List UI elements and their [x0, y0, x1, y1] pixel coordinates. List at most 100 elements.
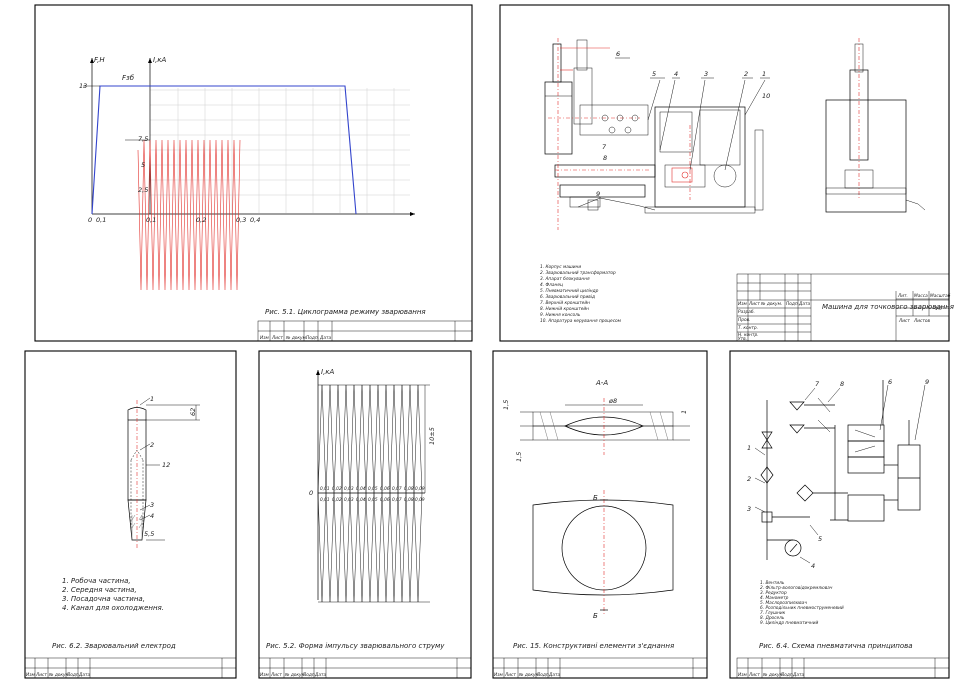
- machine-legend-9: 9. Нижня консоль: [540, 312, 581, 318]
- callout-4: 4: [674, 70, 678, 78]
- stamp6-dokum: № докум.: [762, 672, 784, 678]
- sheet-electrode: 1 2 3 4 62 12 5,5 1. Робоча частина, 2. …: [24, 350, 237, 679]
- electrode-dim-12: 12: [162, 461, 170, 469]
- pulse-top-tick-6: 0,06: [380, 486, 390, 492]
- pulse-title-block: Изм Лист № докум. Подп. Дата: [258, 657, 472, 679]
- callout-3: 3: [704, 70, 708, 78]
- pulse-top-tick-2: 0,02: [332, 486, 342, 492]
- pneumatic-title-block: Изм Лист № докум. Подп. Дата: [736, 657, 950, 679]
- stamp-list: Лист: [271, 335, 283, 341]
- force-label: Fзб: [122, 74, 135, 82]
- stamp-izm: Изм: [260, 335, 269, 341]
- callout-5: 5: [652, 70, 656, 78]
- pneu-callout-1: 1: [747, 444, 751, 452]
- pneumatic-scheme: 1 2 3 4 5 6 7 8 9: [747, 378, 929, 570]
- tick-5: 5: [141, 161, 145, 169]
- pulse-bottom-tick-7: 0,07: [392, 497, 402, 503]
- pulse-top-tick-8: 0,08: [404, 486, 414, 492]
- pneu-callout-9: 9: [925, 378, 929, 386]
- pneu-legend-3: 3. Редуктор: [760, 590, 787, 596]
- pneu-legend-5: 5. Маслорозпилювач: [760, 600, 807, 606]
- stamp-data: Дата: [319, 335, 331, 341]
- current-pulse: [137, 139, 241, 291]
- pneu-legend-2: 2. Фільтр-вологовідокремлювач: [760, 585, 833, 591]
- stamp4-podp: Подп.: [303, 672, 316, 678]
- electrode-drawing: 1 2 3 4 62 12 5,5: [127, 395, 200, 550]
- pulse-top-tick-4: 0,04: [356, 486, 366, 492]
- tick-0-01: 0,1: [96, 216, 106, 224]
- stamp2-tkontr: Т. контр.: [738, 325, 758, 331]
- electrode-title-block: Изм Лист № докум. Подп. Дата: [24, 657, 237, 679]
- electrode-callout-3: 3: [150, 501, 154, 509]
- machine-legend-5: 5. Пневматичний циліндр: [540, 288, 599, 294]
- machine-legend-2: 2. Зварювальний трансформатор: [540, 270, 616, 276]
- pulse-bottom-tick-3: 0,03: [344, 497, 354, 503]
- scale-header: Масштаб: [930, 293, 951, 299]
- electrode-caption: Рис. 6.2. Зварювальний електрод: [52, 642, 176, 650]
- stamp2-izm: Изм: [738, 301, 747, 307]
- electrode-callout-1: 1: [150, 395, 154, 403]
- joint-title-block: Изм Лист № докум. Подп. Дата: [492, 657, 708, 679]
- stamp2-list: Лист: [748, 301, 760, 307]
- sheet-cyclogram: F,Н I,кА Fзб 13 7,5 5 2,5 0 0,1 0,1 0,2 …: [34, 4, 473, 342]
- sheet-machine: 6 5 4 3 2 1 10 7 8 9 1. Корпус машини 2.…: [499, 4, 954, 342]
- mark-b-top: Б: [593, 494, 598, 502]
- pneu-callout-7: 7: [815, 380, 820, 388]
- stamp3-izm: Изм: [26, 672, 35, 678]
- tick-7-5: 7,5: [138, 135, 148, 143]
- sheet-label: Лист: [898, 318, 910, 324]
- pulse-wave-top: [317, 384, 423, 494]
- machine-legend-10: 10. Апаратура керування процесом: [540, 318, 622, 324]
- sheets-label: Листов: [913, 318, 931, 324]
- lit-header: Лит.: [897, 293, 908, 299]
- pulse-top-tick-1: 0,01: [320, 486, 330, 492]
- machine-legend-1: 1. Корпус машини: [540, 264, 581, 270]
- tick-0-3: 0,3: [236, 216, 246, 224]
- dim-right: 1: [680, 410, 688, 414]
- joint-section: ø8 1,5 1,5 1: [502, 397, 690, 462]
- callout-10: 10: [762, 92, 770, 100]
- electrode-legend-1: 1. Робоча частина,: [62, 577, 131, 585]
- cyclogram-grid: [150, 88, 410, 213]
- callout-2: 2: [744, 70, 748, 78]
- stamp4-dokum: № докум.: [284, 672, 306, 678]
- machine-legend-8: 8. Нижній кронштейн: [540, 306, 589, 312]
- sheet-pulse: I,кА 0 10±5 0,01 0,02 0,03 0,04 0,05 0,0…: [258, 350, 472, 679]
- machine-title: Машина для точкового зварювання: [822, 303, 954, 311]
- electrode-legend-4: 4. Канал для охолодження.: [62, 604, 164, 612]
- stamp5-izm: Изм: [494, 672, 503, 678]
- pulse-top-tick-5: 0,05: [368, 486, 378, 492]
- stamp2-nkontr: Н. контр.: [738, 332, 759, 338]
- stamp6-list: Лист: [748, 672, 760, 678]
- sheet-pneumatic: 1 2 3 4 5 6 7 8 9 1. Вентиль 2. Фільтр-в…: [729, 350, 950, 679]
- tick-0-4: 0,4: [250, 216, 260, 224]
- stamp3-list: Лист: [35, 672, 47, 678]
- pulse-wave-bottom: [317, 492, 423, 603]
- pneu-callout-2: 2: [747, 475, 751, 483]
- mark-b-bottom: Б: [593, 612, 598, 620]
- pneu-callout-5: 5: [818, 535, 822, 543]
- pulse-caption: Рис. 5.2. Форма імпульсу зварювального с…: [266, 642, 445, 650]
- tick-0-1: 0,1: [146, 216, 156, 224]
- electrode-legend-2: 2. Середня частина,: [62, 586, 137, 594]
- pulse-y-label: I,кА: [321, 368, 335, 376]
- machine-legend-3: 3. Апарат блокування: [540, 276, 590, 282]
- pulse-bottom-tick-2: 0,02: [332, 497, 342, 503]
- tick-13: 13: [79, 82, 87, 90]
- stamp6-podp: Подп.: [781, 672, 794, 678]
- pneumatic-legend: 1. Вентиль 2. Фільтр-вологовідокремлювач…: [760, 580, 844, 626]
- pulse-bottom-tick-4: 0,04: [356, 497, 366, 503]
- pulse-top-tick-9: 0,09: [415, 486, 425, 492]
- pneu-callout-8: 8: [840, 380, 844, 388]
- machine-legend-4: 4. Фланец: [540, 282, 563, 288]
- stamp3-podp: Подп.: [67, 672, 80, 678]
- dim-diameter: ø8: [608, 397, 617, 405]
- force-profile: [91, 85, 357, 215]
- pulse-origin: 0: [309, 489, 313, 497]
- stamp4-list: Лист: [270, 672, 282, 678]
- machine-legend-6: 6. Зварювальний привід: [540, 294, 595, 300]
- pneu-legend-1: 1. Вентиль: [760, 580, 785, 586]
- stamp2-data: Дата: [798, 301, 810, 307]
- pneu-callout-4: 4: [811, 562, 815, 570]
